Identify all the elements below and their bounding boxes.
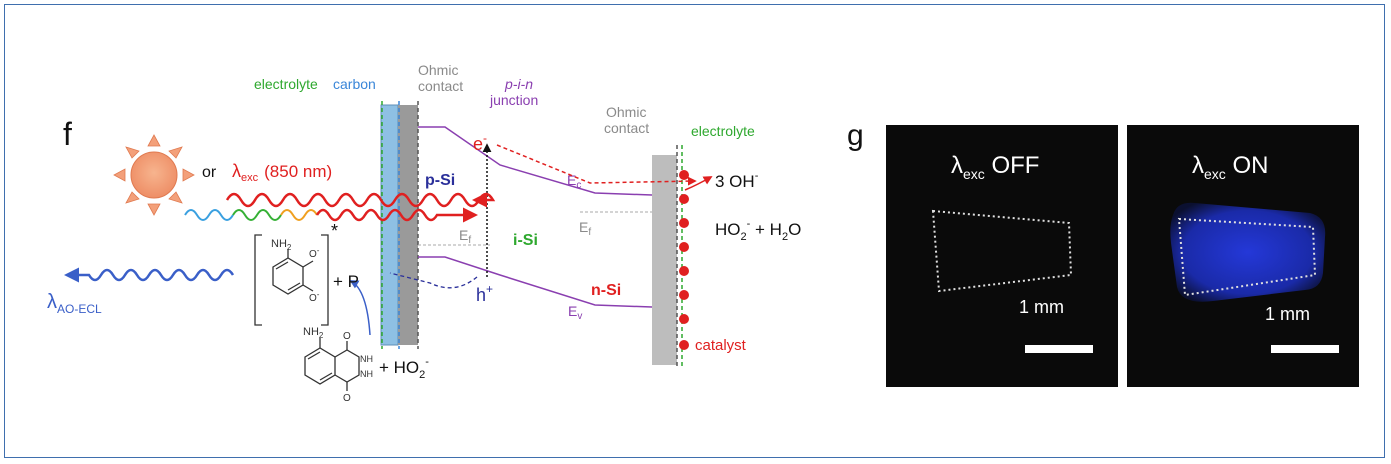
- ho2-h2o-label: HO2- + H2O: [715, 218, 801, 243]
- emission-wave: [64, 267, 235, 283]
- exc-on-label: λexc ON: [1192, 152, 1268, 182]
- ohmic-right-line1: Ohmic: [606, 104, 646, 120]
- scale-label-off: 1 mm: [1019, 297, 1064, 317]
- p-si-label: p-Si: [425, 172, 455, 189]
- aminophthalate-structure: [254, 234, 329, 326]
- lambda-exc-label: λexc(850 nm): [232, 161, 332, 184]
- scale-bar-on: [1271, 345, 1339, 353]
- lambda-aoecl-label: λAO-ECL: [47, 291, 102, 316]
- white-light-wave-red: [315, 207, 478, 223]
- ohmic-left-line1: Ohmic: [418, 62, 458, 78]
- ohmic-right-line2: contact: [604, 120, 649, 136]
- panel-g-label: g: [847, 119, 864, 152]
- n-si-label: n-Si: [591, 282, 621, 299]
- hole-label: h+: [476, 282, 493, 305]
- panel-f-label: f: [63, 116, 72, 152]
- carbon-label: carbon: [333, 76, 376, 92]
- junction-line1: p-i-n: [504, 76, 533, 92]
- panel-g: g λexc OFF 1 mm λexc ON 1 mm: [847, 119, 1359, 387]
- white-light-wave-green: [232, 209, 282, 221]
- junction-line2: junction: [489, 92, 538, 108]
- ir-excitation-wave: [225, 192, 496, 208]
- electron-label: e-: [473, 131, 487, 154]
- nh2-top-label: NH2: [271, 238, 292, 252]
- o-minus-2-label: O-: [309, 290, 320, 304]
- sun-icon: [113, 134, 195, 216]
- electrolyte-right-label: electrolyte: [691, 123, 755, 139]
- hole-transfer-path: [389, 272, 478, 289]
- o-luminol-2: O: [343, 393, 351, 404]
- ohmic-contact-left: [398, 105, 418, 345]
- luminol-structure: [304, 338, 360, 391]
- i-si-label: i-Si: [513, 232, 538, 249]
- nh-luminol-2: NH: [360, 369, 373, 379]
- ev-label: Ev: [568, 303, 582, 322]
- nh2-luminol-label: NH2: [303, 326, 324, 340]
- o-luminol-1: O: [343, 331, 351, 342]
- white-light-wave-orange: [280, 209, 318, 221]
- nh-luminol-1: NH: [360, 354, 373, 364]
- or-label: or: [202, 164, 217, 181]
- sample-outline-off: [931, 209, 1073, 293]
- oxidation-arrow: [349, 280, 371, 336]
- catalyst-label: catalyst: [695, 337, 747, 354]
- electrolyte-left-label: electrolyte: [254, 76, 318, 92]
- o-minus-1-label: O-: [309, 246, 320, 260]
- image-exc-off: [886, 125, 1118, 387]
- figure-canvas: f electrolyte carbon Ohmic contact p-i-n…: [47, 62, 1359, 404]
- valence-band: [418, 256, 653, 308]
- exc-off-label: λexc OFF: [951, 152, 1039, 182]
- panel-f: f electrolyte carbon Ohmic contact p-i-n…: [47, 62, 801, 404]
- figure-frame: f electrolyte carbon Ohmic contact p-i-n…: [4, 4, 1385, 458]
- ef-left-label: Ef: [459, 227, 471, 246]
- conduction-band: [418, 126, 653, 196]
- white-light-wave-blue: [184, 209, 234, 221]
- ohmic-contact-right: [652, 155, 677, 365]
- plus-ho2-label: + HO2-: [379, 356, 429, 381]
- catalyst-particles: [679, 170, 689, 350]
- ef-right-label: Ef: [579, 219, 591, 238]
- electron-transfer-path: [496, 144, 697, 186]
- ec-label: Ec: [567, 172, 581, 191]
- glowing-sample: [1170, 202, 1326, 302]
- oh-arrow: [684, 176, 713, 191]
- excited-star: *: [331, 221, 338, 241]
- oh-product-label: 3 OH-: [715, 170, 759, 191]
- carbon-layer: [380, 104, 399, 346]
- scale-bar-off: [1025, 345, 1093, 353]
- scale-label-on: 1 mm: [1265, 304, 1310, 324]
- plus-p-label: + P: [333, 272, 359, 291]
- ohmic-left-line2: contact: [418, 78, 463, 94]
